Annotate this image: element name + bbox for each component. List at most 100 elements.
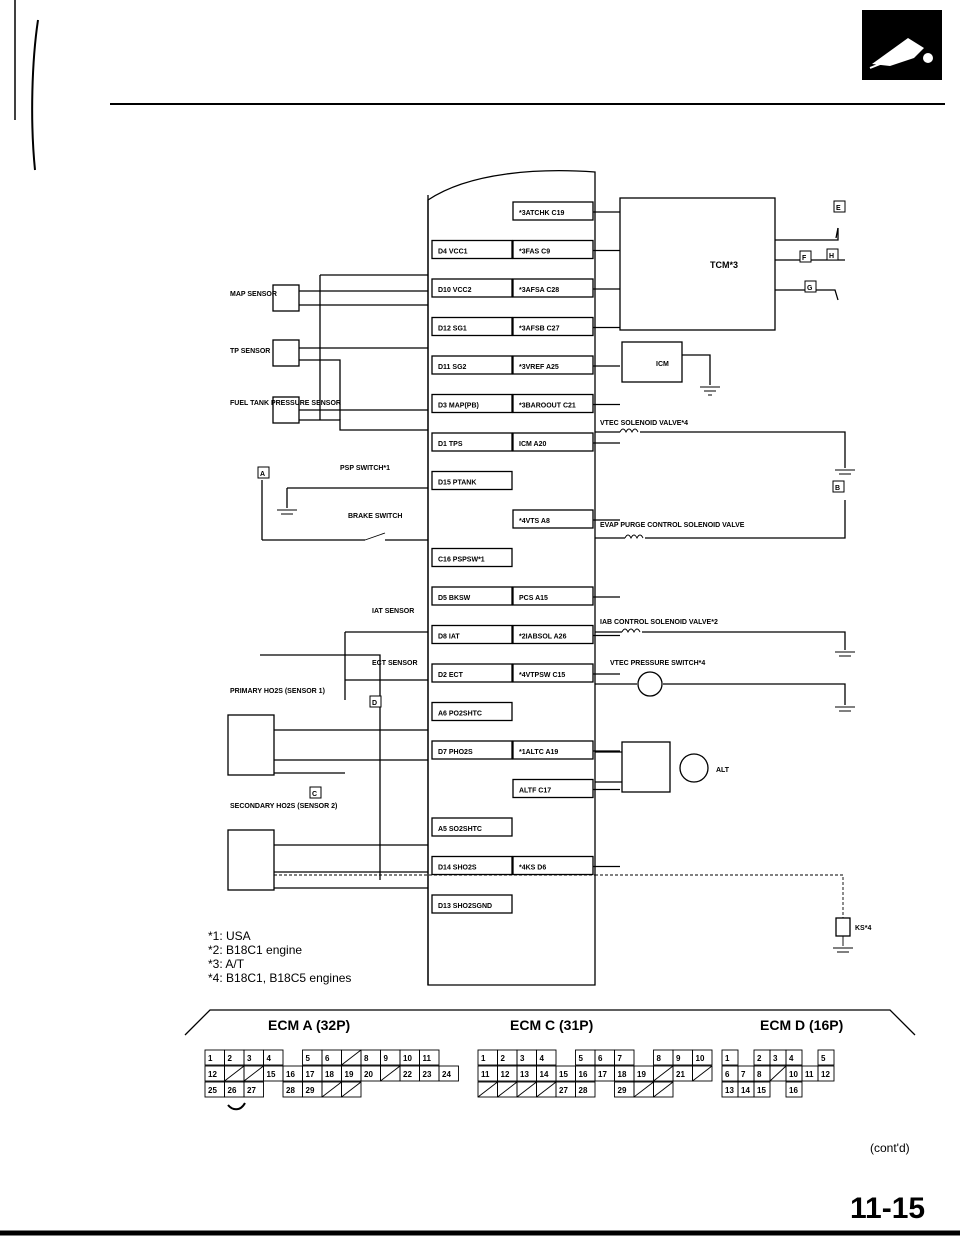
connector-pin-number: 18 bbox=[618, 1070, 627, 1079]
ecm-pin-cell bbox=[512, 432, 594, 452]
ecm-pin-cell bbox=[431, 432, 513, 452]
connector-pin-number: 6 bbox=[598, 1054, 603, 1063]
ecm-pin-cell bbox=[431, 894, 513, 914]
footnote: *2: B18C1 engine bbox=[208, 943, 302, 957]
fuel-nozzle-icon bbox=[862, 10, 942, 80]
connector-cavity bbox=[785, 1049, 803, 1066]
connector-pin-number: 2 bbox=[501, 1054, 506, 1063]
ecm-pin-cell bbox=[431, 393, 513, 414]
connector-pin-number: 15 bbox=[757, 1086, 766, 1095]
connector-pin-number: 16 bbox=[789, 1086, 798, 1095]
primary-ho2s-label: PRIMARY HO2S (SENSOR 1) bbox=[230, 688, 325, 695]
binding-mark bbox=[227, 1102, 246, 1111]
footnote: *3: A/T bbox=[208, 957, 245, 971]
connector-pin-number: 17 bbox=[598, 1070, 607, 1079]
connector-pin-number: 14 bbox=[540, 1070, 549, 1079]
connector-pin-number: 15 bbox=[267, 1070, 276, 1079]
connector-pin-number: 27 bbox=[559, 1086, 568, 1095]
connector-pin-number: 1 bbox=[208, 1054, 213, 1063]
ecm-pin-label: D10 VCC2 bbox=[438, 287, 472, 294]
connector-pin-number: 3 bbox=[247, 1054, 252, 1063]
connector-pin-number: 7 bbox=[741, 1070, 746, 1079]
ecm-pin-label: ALTF C17 bbox=[519, 788, 551, 795]
alt-box bbox=[621, 741, 671, 793]
connector-pin-number: 18 bbox=[325, 1070, 334, 1079]
ks-label: KS*4 bbox=[855, 925, 871, 932]
ecm-pin-cell bbox=[431, 701, 513, 722]
ecm-pin-label: D12 SG1 bbox=[438, 326, 467, 333]
ecm-pin-label: D5 BKSW bbox=[438, 595, 471, 602]
iat-sensor-label: IAT SENSOR bbox=[372, 608, 414, 615]
ecm-pin-label: *3BAROOUT C21 bbox=[519, 403, 576, 410]
connector-pin-number: 6 bbox=[725, 1070, 730, 1079]
connector-pin-number: 3 bbox=[773, 1054, 778, 1063]
connector-pin-number: 26 bbox=[228, 1086, 237, 1095]
ecm-pin-cell bbox=[431, 470, 513, 491]
connector-cavity bbox=[575, 1081, 596, 1098]
connector-pin-number: 5 bbox=[579, 1054, 584, 1063]
icm-box bbox=[621, 341, 683, 383]
connector-pin-number: 9 bbox=[676, 1054, 681, 1063]
connector-title: ECM C (31P) bbox=[510, 1017, 593, 1033]
connector-cavity bbox=[692, 1049, 713, 1066]
svg-text:A: A bbox=[260, 471, 265, 478]
vtec-pressure-switch-label: VTEC PRESSURE SWITCH*4 bbox=[610, 660, 705, 667]
connector-pin-number: 19 bbox=[345, 1070, 354, 1079]
ecm-pin-cell bbox=[512, 239, 594, 260]
psp-switch-label: PSP SWITCH*1 bbox=[340, 465, 390, 472]
connector-tag-g: G bbox=[804, 280, 817, 293]
alternator-icon bbox=[679, 753, 709, 783]
ecm-pin-label: D14 SHO2S bbox=[438, 865, 477, 872]
connector-pin-number: 10 bbox=[696, 1054, 705, 1063]
connector-pin-number: 22 bbox=[403, 1070, 412, 1079]
ecm-pin-label: *4VTPSW C15 bbox=[519, 672, 565, 679]
connector-pin-number: 19 bbox=[637, 1070, 646, 1079]
svg-text:E: E bbox=[836, 205, 841, 212]
ecm-pin-cell bbox=[431, 278, 513, 298]
ecm-pin-label: D3 MAP(PB) bbox=[438, 403, 479, 410]
connector-pin-number: 28 bbox=[286, 1086, 295, 1095]
connector-pin-number: 25 bbox=[208, 1086, 217, 1095]
ecm-pin-cell bbox=[431, 663, 513, 683]
connector-tag-a: A bbox=[257, 466, 270, 479]
connector-cavity bbox=[419, 1049, 440, 1066]
connector-cavity bbox=[243, 1081, 264, 1098]
connector-cavity bbox=[692, 1065, 713, 1082]
connector-pin-number: 11 bbox=[423, 1054, 432, 1063]
connector-cavity bbox=[341, 1081, 362, 1098]
connector-pin-number: 8 bbox=[657, 1054, 662, 1063]
connector-pin-number: 1 bbox=[725, 1054, 730, 1063]
tp-sensor-label: TP SENSOR bbox=[230, 348, 270, 355]
connector-pin-number: 1 bbox=[481, 1054, 486, 1063]
tcm-box bbox=[619, 197, 776, 331]
ecm-pin-label: *3ATCHK C19 bbox=[519, 210, 564, 217]
ecm-pin-label: D11 SG2 bbox=[438, 364, 467, 371]
connector-title: ECM D (16P) bbox=[760, 1017, 843, 1033]
ecm-pin-cell bbox=[512, 624, 594, 645]
svg-text:H: H bbox=[829, 253, 834, 260]
page-number: 11-15 bbox=[850, 1192, 925, 1225]
ecm-pin-cell bbox=[431, 624, 513, 645]
ecm-pin-cell bbox=[512, 855, 594, 876]
connector-pin-number: 29 bbox=[306, 1086, 315, 1095]
svg-text:C: C bbox=[312, 791, 317, 798]
connector-pin-number: 14 bbox=[741, 1086, 750, 1095]
fuel-tank-sensor-label: FUEL TANK PRESSURE SENSOR bbox=[230, 400, 341, 407]
svg-text:G: G bbox=[807, 285, 813, 292]
fuel-tank-sensor-box bbox=[272, 396, 300, 424]
ecm-pin-label: D7 PHO2S bbox=[438, 749, 473, 756]
tp-sensor-box bbox=[272, 339, 300, 367]
connector-pin-number: 9 bbox=[384, 1054, 389, 1063]
evap-solenoid-label: EVAP PURGE CONTROL SOLENOID VALVE bbox=[600, 522, 745, 529]
ecm-pin-label: *3VREF A25 bbox=[519, 364, 559, 371]
ecm-pin-cell bbox=[431, 547, 513, 568]
connector-pin-number: 12 bbox=[208, 1070, 217, 1079]
alt-label: ALT bbox=[716, 767, 730, 774]
ecm-pin-label: D2 ECT bbox=[438, 672, 464, 679]
connector-pin-number: 24 bbox=[442, 1070, 451, 1079]
ecm-pin-label: *3AFSB C27 bbox=[519, 326, 560, 333]
connector-pin-number: 2 bbox=[228, 1054, 233, 1063]
connector-pin-number: 29 bbox=[618, 1086, 627, 1095]
